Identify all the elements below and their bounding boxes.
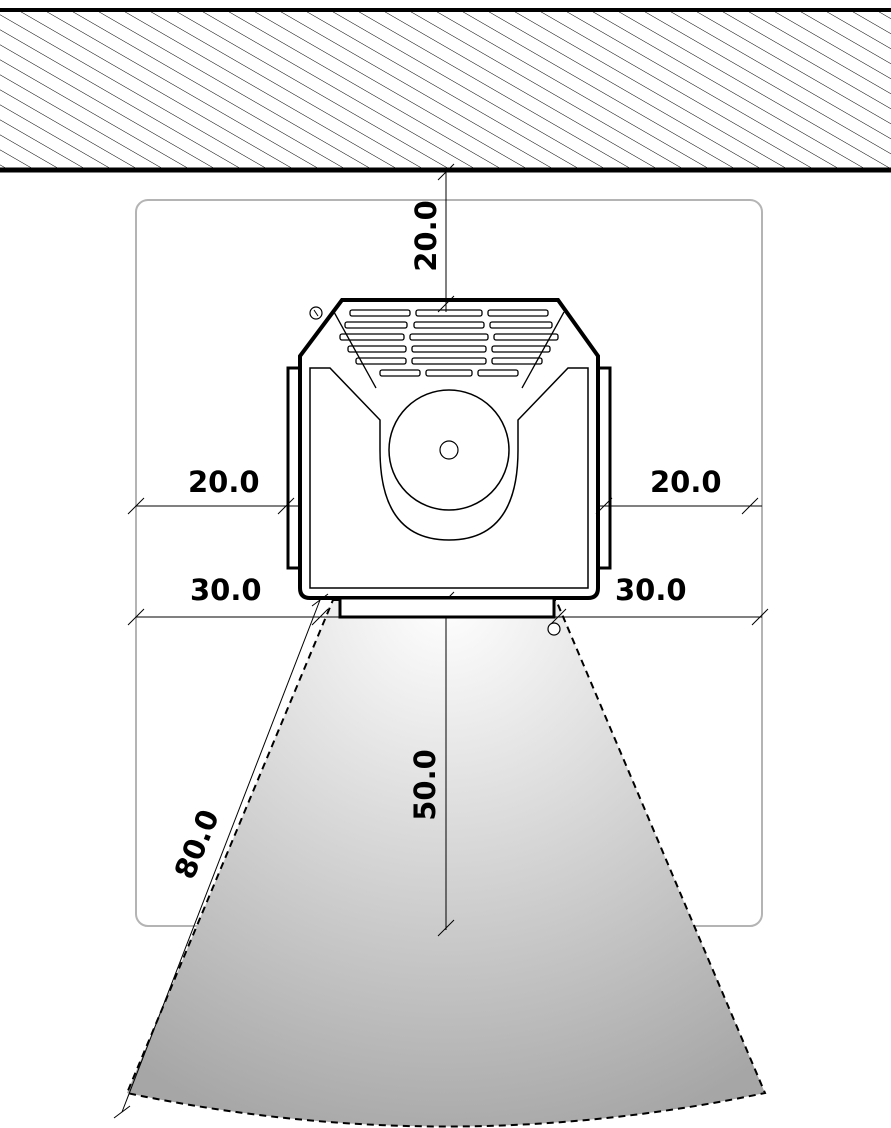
heater-inner-panel xyxy=(309,367,589,589)
heater-body xyxy=(298,298,600,600)
ventilation-grille xyxy=(333,309,565,389)
right-handle xyxy=(596,366,612,570)
heat-emitter xyxy=(338,596,556,619)
right-front-label: 30.0 xyxy=(615,573,687,607)
fan-hub xyxy=(439,440,459,460)
left-handle xyxy=(286,366,302,570)
heater-unit xyxy=(286,298,612,636)
left-front-label: 30.0 xyxy=(190,573,262,607)
left-side-label: 20.0 xyxy=(188,465,260,499)
marker-circle xyxy=(547,622,561,636)
right-side-label: 20.0 xyxy=(650,465,722,499)
ceiling-wall xyxy=(0,8,891,173)
top-clearance-label: 20.0 xyxy=(409,200,443,272)
fan-housing xyxy=(388,389,510,511)
diagonal-label: 80.0 xyxy=(168,805,226,884)
wall-hatching xyxy=(0,10,891,170)
front-depth-label: 50.0 xyxy=(408,749,442,821)
